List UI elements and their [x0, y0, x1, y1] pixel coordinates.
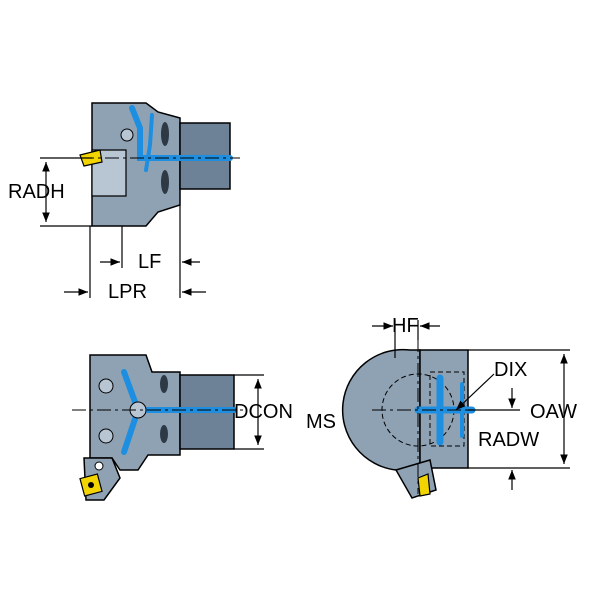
lf-label: LF: [138, 251, 161, 273]
lpr-label: LPR: [108, 281, 147, 303]
hf-label: HF: [392, 315, 419, 337]
screw-plan-2: [98, 428, 114, 444]
dcon-label: DCON: [234, 401, 293, 423]
slot-plan-1: [160, 375, 168, 393]
slot-plan-2: [160, 425, 168, 443]
oaw-label: OAW: [530, 401, 577, 423]
side-view-top: RADH LF LPR: [8, 102, 240, 303]
screw-top: [120, 128, 134, 142]
radh-label: RADH: [8, 181, 65, 203]
dix-leader: [455, 373, 495, 411]
front-view: HF DIX OAW RADW: [341, 315, 577, 499]
ms-label: MS: [306, 411, 336, 433]
plan-view: DCON MS: [72, 354, 336, 501]
slot-top-2: [161, 170, 169, 194]
insert-screw-plan: [94, 461, 104, 471]
slot-top-1: [161, 122, 169, 146]
coolant-channel-top-2: [144, 113, 154, 172]
screw-plan-1: [98, 378, 114, 394]
radw-label: RADW: [478, 429, 539, 451]
insert-front: [417, 473, 431, 497]
dix-label: DIX: [494, 359, 527, 381]
